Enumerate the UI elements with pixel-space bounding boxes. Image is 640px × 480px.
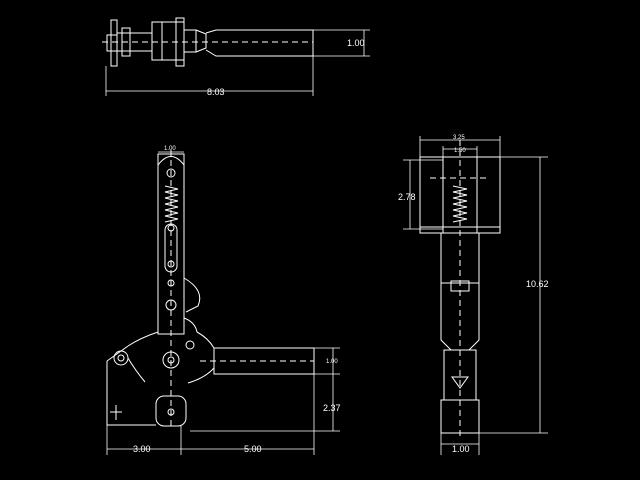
side-view-link-block xyxy=(450,280,470,292)
side-view-base-notch xyxy=(451,376,469,389)
side-view-dim-top-inner: 1.50 xyxy=(454,148,466,154)
front-view-dim-handle-dia: 1.00 xyxy=(326,359,338,365)
side-view-dim-total-height: 10.62 xyxy=(526,279,549,289)
side-view-dim-base-width: 1.00 xyxy=(452,444,470,454)
side-view-lower-left xyxy=(440,283,452,351)
front-view-linkage xyxy=(127,357,146,383)
top-view-collar xyxy=(183,29,197,53)
front-view-side-lever xyxy=(183,277,201,313)
front-view-base xyxy=(106,361,156,426)
front-view-dim-base-left: 3.00 xyxy=(133,444,151,454)
top-view-plate-edge xyxy=(110,19,118,67)
side-view: 3.25 1.50 2.78 10.62 1.00 xyxy=(398,135,549,455)
front-view-dim-base-height: 2.37 xyxy=(323,403,341,413)
top-view-taper xyxy=(195,29,207,53)
top-view-link xyxy=(151,21,163,61)
side-view-body xyxy=(440,232,480,284)
front-view-dim-handle-reach: 5.00 xyxy=(244,444,262,454)
front-view-handle-pivot xyxy=(185,340,195,350)
front-view: 1.00 1.00 2.37 3.00 5.00 xyxy=(106,146,341,455)
front-view-base-pivot-inner xyxy=(117,354,125,362)
side-view-dim-top-outer: 3.25 xyxy=(453,135,465,141)
front-view-top-pin xyxy=(166,168,176,178)
top-view-dim-handle-dia: 1.00 xyxy=(347,38,365,48)
side-view-lower-right xyxy=(468,283,480,351)
top-view: 1.00 8.03 xyxy=(102,17,370,97)
top-view-dim-length: 8.03 xyxy=(207,87,225,97)
side-view-foot xyxy=(440,399,480,434)
front-view-spring xyxy=(164,185,179,223)
side-view-dim-spring-height: 2.78 xyxy=(398,192,416,202)
front-view-base-slope xyxy=(106,345,129,362)
top-view-handle xyxy=(205,29,314,57)
front-view-dim-arm-width: 1.00 xyxy=(164,146,176,152)
front-view-body-left xyxy=(127,331,159,347)
front-view-base-pivot xyxy=(113,350,129,366)
top-view-pivot-block xyxy=(161,21,185,61)
front-view-arm-top xyxy=(157,156,185,166)
front-view-body-right xyxy=(183,317,215,384)
top-view-plate xyxy=(106,34,118,52)
side-view-spring xyxy=(452,185,468,223)
